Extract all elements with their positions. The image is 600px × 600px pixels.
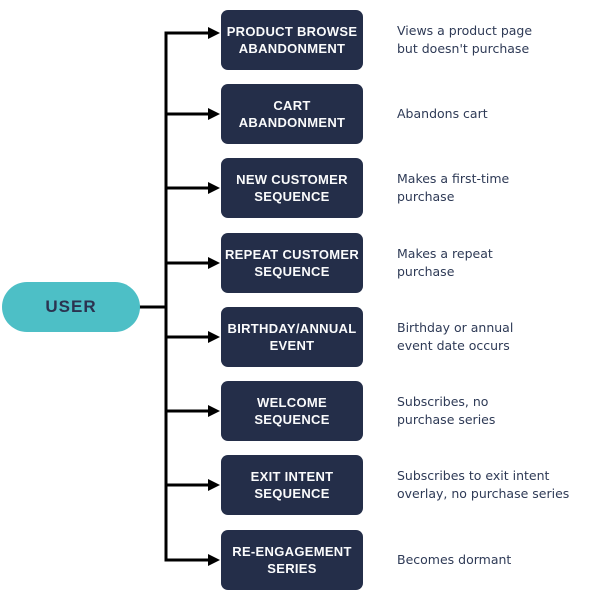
description-text: Makes a first-time purchase bbox=[397, 170, 510, 205]
node-welcome-sequence: WELCOME SEQUENCE bbox=[221, 381, 363, 441]
node-label: RE-ENGAGEMENT SERIES bbox=[232, 544, 352, 576]
node-label: BIRTHDAY/ANNUAL EVENT bbox=[227, 321, 357, 353]
description-text: Views a product page but doesn't purchas… bbox=[397, 22, 533, 57]
user-node-label: USER bbox=[45, 297, 97, 316]
branch-arrow-3 bbox=[164, 182, 220, 194]
node-repeat-customer-sequence: REPEAT CUSTOMER SEQUENCE bbox=[221, 233, 363, 293]
node-exit-intent-sequence: EXIT INTENT SEQUENCE bbox=[221, 455, 363, 515]
node-product-browse-abandonment: PRODUCT BROWSE ABANDONMENT bbox=[221, 10, 363, 70]
node-label: CART ABANDONMENT bbox=[238, 98, 346, 130]
branch-arrow-7 bbox=[164, 479, 220, 491]
description-cart-abandonment: Abandons cart bbox=[397, 84, 592, 144]
node-label: EXIT INTENT SEQUENCE bbox=[250, 469, 334, 501]
description-re-engagement-series: Becomes dormant bbox=[397, 530, 592, 590]
node-birthday-annual-event: BIRTHDAY/ANNUAL EVENT bbox=[221, 307, 363, 367]
branch-arrow-5 bbox=[164, 331, 220, 343]
node-re-engagement-series: RE-ENGAGEMENT SERIES bbox=[221, 530, 363, 590]
description-birthday-annual-event: Birthday or annual event date occurs bbox=[397, 307, 592, 367]
node-cart-abandonment: CART ABANDONMENT bbox=[221, 84, 363, 144]
description-text: Birthday or annual event date occurs bbox=[397, 319, 514, 354]
description-text: Makes a repeat purchase bbox=[397, 245, 493, 280]
branch-arrow-6 bbox=[164, 405, 220, 417]
description-text: Becomes dormant bbox=[397, 551, 512, 567]
branch-arrow-8 bbox=[164, 554, 220, 566]
user-node: USER bbox=[2, 282, 140, 332]
branch-arrow-1 bbox=[164, 27, 220, 39]
node-label: PRODUCT BROWSE ABANDONMENT bbox=[226, 24, 358, 56]
node-label: NEW CUSTOMER SEQUENCE bbox=[236, 172, 348, 204]
description-text: Subscribes, no purchase series bbox=[397, 393, 496, 428]
node-label: WELCOME SEQUENCE bbox=[254, 395, 330, 427]
description-product-browse-abandonment: Views a product page but doesn't purchas… bbox=[397, 10, 592, 70]
description-welcome-sequence: Subscribes, no purchase series bbox=[397, 381, 592, 441]
description-text: Subscribes to exit intent overlay, no pu… bbox=[397, 467, 570, 502]
description-exit-intent-sequence: Subscribes to exit intent overlay, no pu… bbox=[397, 455, 592, 515]
node-label: REPEAT CUSTOMER SEQUENCE bbox=[224, 247, 360, 279]
node-new-customer-sequence: NEW CUSTOMER SEQUENCE bbox=[221, 158, 363, 218]
description-text: Abandons cart bbox=[397, 105, 488, 121]
branch-arrow-2 bbox=[164, 108, 220, 120]
description-repeat-customer-sequence: Makes a repeat purchase bbox=[397, 233, 592, 293]
branch-arrow-4 bbox=[164, 257, 220, 269]
description-new-customer-sequence: Makes a first-time purchase bbox=[397, 158, 592, 218]
